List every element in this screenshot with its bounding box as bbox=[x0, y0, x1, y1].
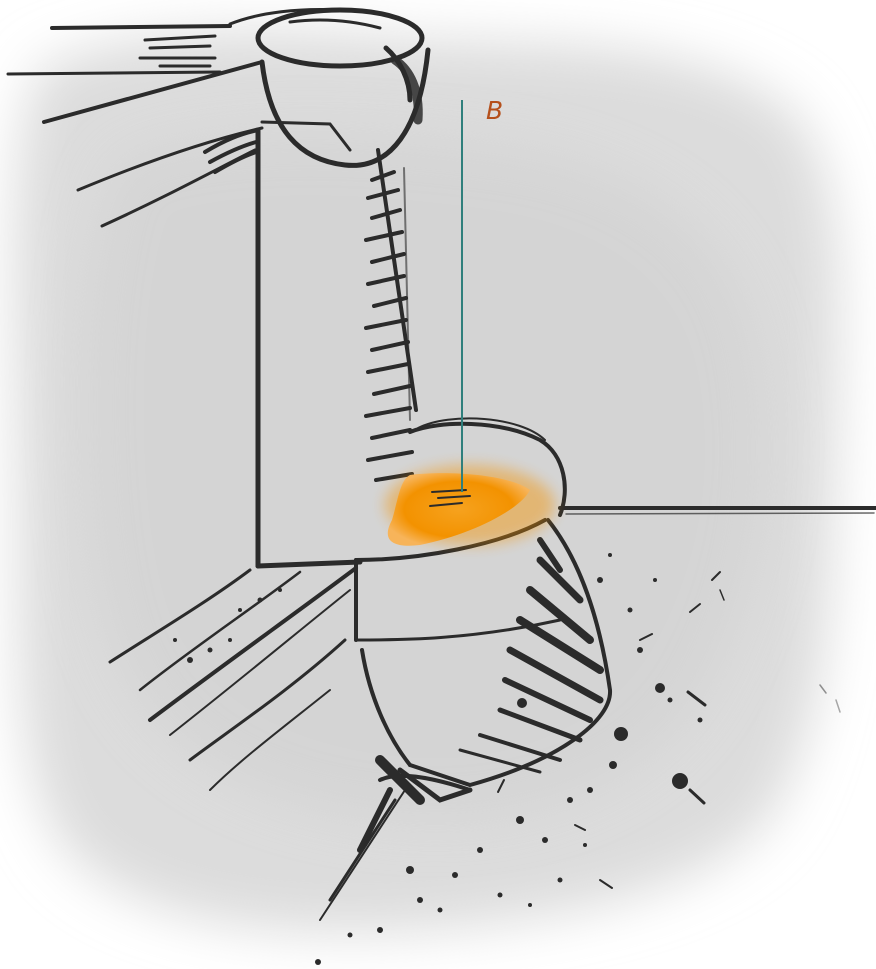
callout-label-b: B bbox=[486, 96, 503, 126]
